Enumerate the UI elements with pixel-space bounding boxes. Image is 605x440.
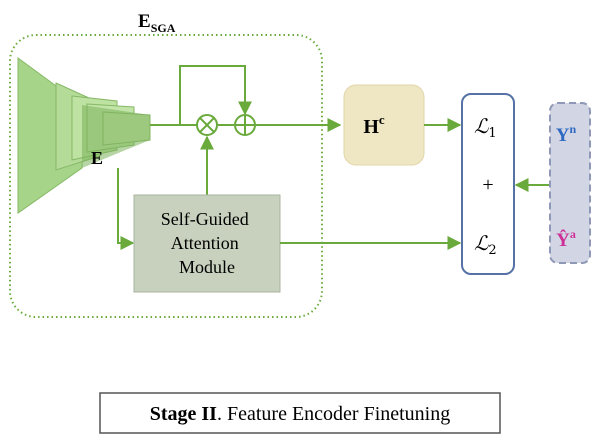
encoder-group-label: ESGA [138,11,176,35]
encoder-to-attention-arrow [117,168,135,250]
target-box [549,102,591,264]
loss1-label: ℒ1 [474,114,497,141]
hidden-feature-label: Hc [363,112,385,138]
attention-module-label: Self-Guided Attention Module [161,209,253,277]
loss-plus-sign: + [482,174,493,196]
caption-text: Stage II. Feature Encoder Finetuning [150,403,451,425]
target-normal-label: Yn [556,122,577,146]
encoder-group-boundary [9,34,323,318]
loss-box [461,93,515,275]
target-abnormal-label: Ŷa [556,227,576,251]
caption-box [99,392,501,434]
multiply-operator-icon [196,114,218,136]
encoder-label: E [91,148,103,168]
loss2-label: ℒ2 [474,231,497,258]
skip-connection-arrow [179,65,252,125]
attention-module-box [133,194,281,293]
encoder-block [17,57,151,214]
add-operator-icon [234,114,256,136]
